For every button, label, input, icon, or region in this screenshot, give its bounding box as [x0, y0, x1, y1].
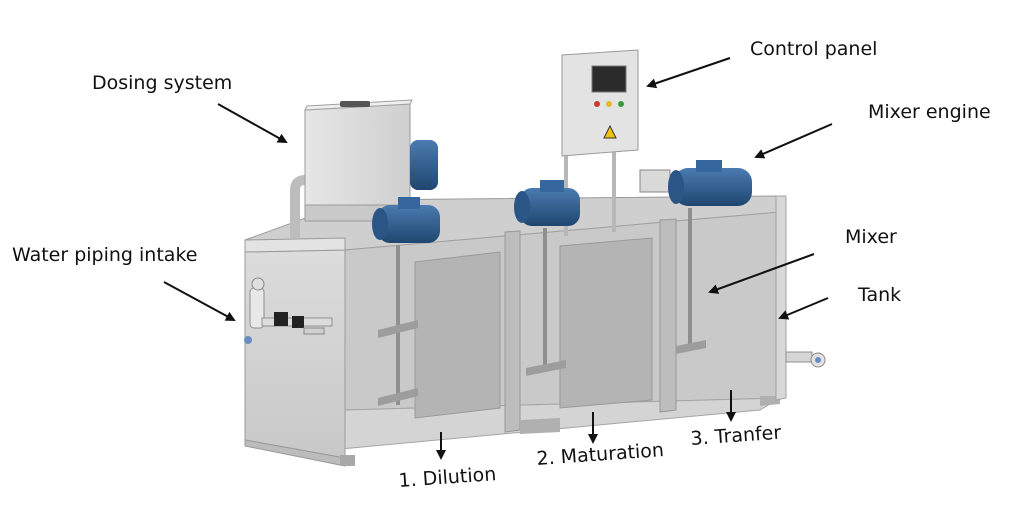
- mixer-motor-2: [514, 180, 580, 226]
- label-mixer: Mixer: [845, 226, 897, 248]
- control-panel-unit: [561, 49, 639, 236]
- label-dosing-system: Dosing system: [92, 72, 233, 94]
- arrow-control-panel: [646, 57, 731, 89]
- arrow-dosing-system: [217, 103, 288, 143]
- annotation-arrows: [163, 57, 833, 460]
- water-piping: [244, 277, 333, 344]
- label-water-piping-intake: Water piping intake: [12, 244, 198, 266]
- mixer-motor-3: [668, 160, 752, 206]
- warning-triangle-icon: [603, 124, 617, 139]
- mixer-shafts: [378, 208, 706, 406]
- label-control-panel: Control panel: [750, 38, 878, 60]
- arrow-mixer: [708, 253, 815, 294]
- mixer-motor-1: [372, 140, 440, 243]
- outlet-pipe: [785, 351, 826, 368]
- label-mixer-engine: Mixer engine: [868, 101, 991, 123]
- arrow-mixer-engine: [754, 123, 833, 159]
- junction-box: [639, 169, 671, 193]
- arrow-water-piping: [163, 281, 236, 321]
- arrow-tank: [778, 297, 829, 320]
- tank: [244, 195, 787, 467]
- label-tank: Tank: [858, 284, 902, 306]
